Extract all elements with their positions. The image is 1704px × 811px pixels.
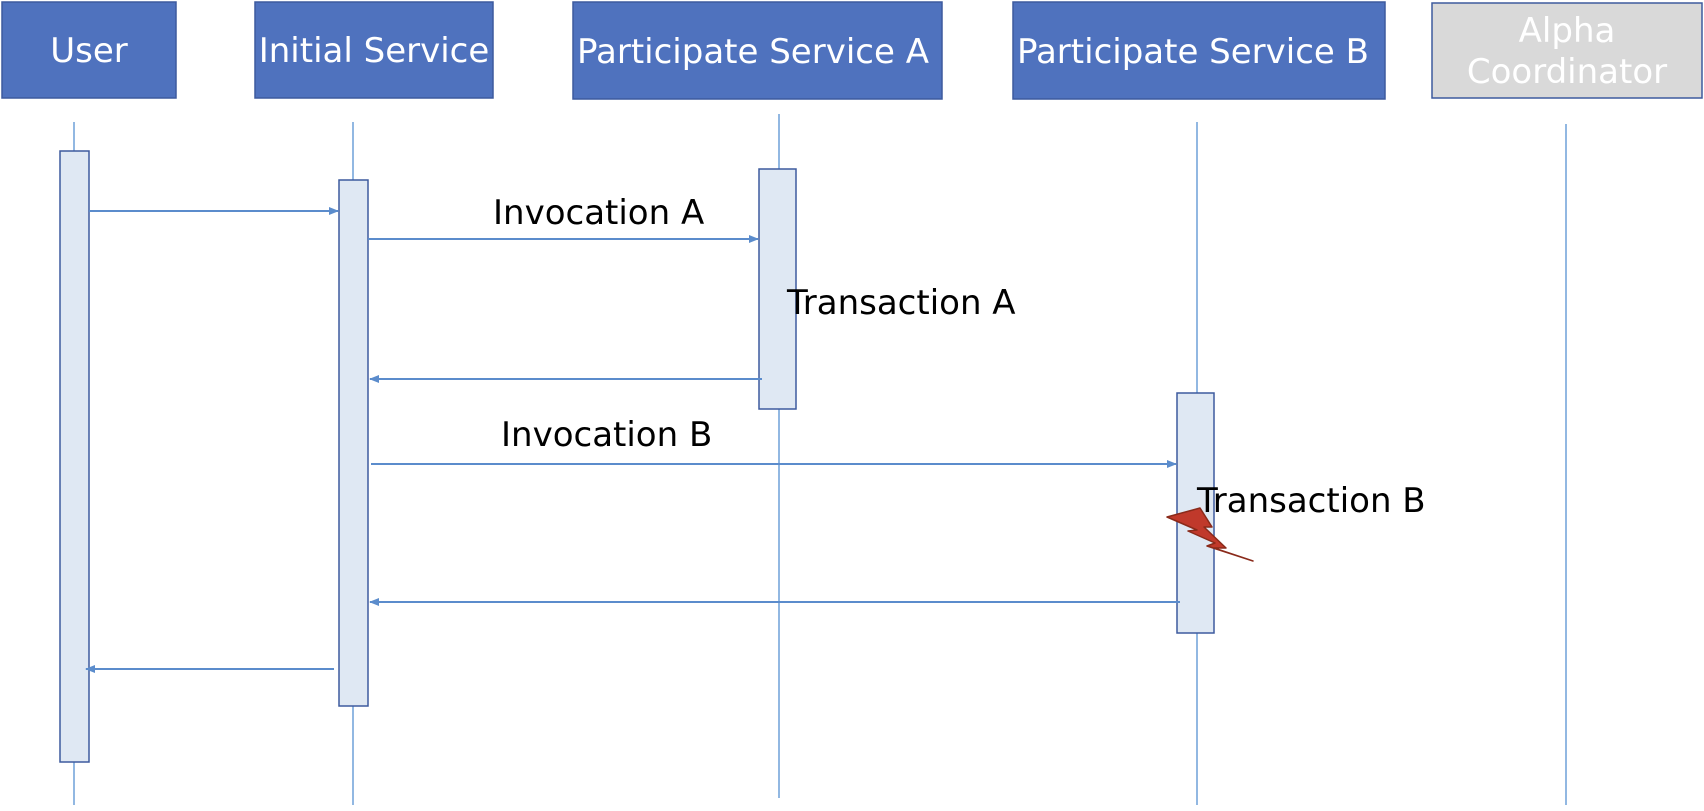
participant-alpha-coordinator-label-line-1: Alpha xyxy=(1519,11,1616,51)
participant-alpha-coordinator: Alpha Coordinator xyxy=(1431,2,1703,99)
activation-participate-service-a xyxy=(758,168,797,410)
participant-participate-service-b: Participate Service B xyxy=(1012,1,1386,100)
participant-participate-service-a-label: Participate Service A xyxy=(577,32,929,72)
transaction-b-label: Transaction B xyxy=(1196,481,1426,521)
participant-participate-service-b-label: Participate Service B xyxy=(1017,32,1369,72)
message-label-invocation-a: Invocation A xyxy=(493,193,704,233)
participant-participate-service-a: Participate Service A xyxy=(572,1,943,100)
participant-alpha-coordinator-label-line-2: Coordinator xyxy=(1467,52,1667,92)
transaction-a-label: Transaction A xyxy=(786,283,1016,323)
participant-initial-service: Initial Service xyxy=(254,1,494,99)
activation-user xyxy=(59,150,90,763)
activation-initial-service xyxy=(338,179,369,707)
lightning-error-icon xyxy=(1166,507,1254,562)
message-label-invocation-b: Invocation B xyxy=(501,415,712,455)
participant-user-label: User xyxy=(50,31,128,71)
participant-initial-service-label: Initial Service xyxy=(259,31,490,71)
participant-user: User xyxy=(1,1,177,99)
